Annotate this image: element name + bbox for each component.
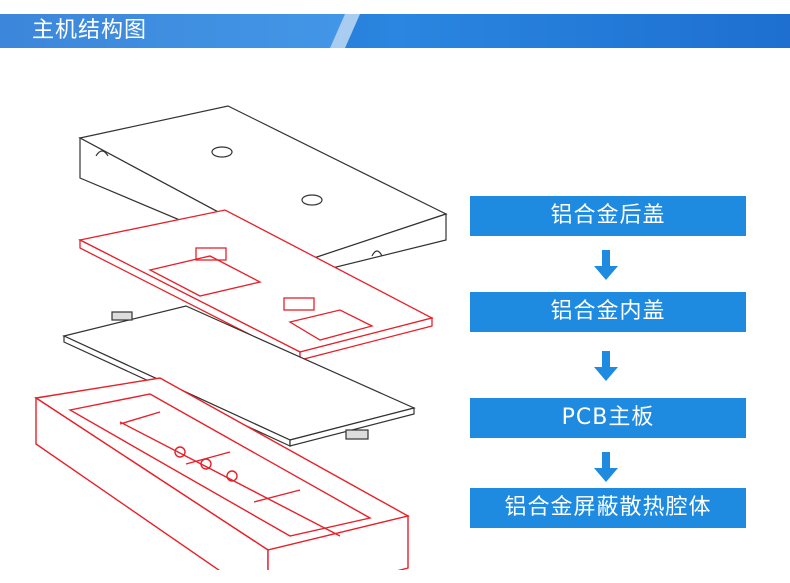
label-inner-cover: 铝合金内盖	[470, 292, 746, 332]
exploded-diagram	[34, 105, 448, 570]
header-background	[0, 14, 790, 48]
arrow-down-icon	[594, 351, 618, 381]
inner-cover-drawing	[78, 209, 434, 362]
label-pcb: PCB主板	[470, 398, 746, 438]
header-banner: 主机结构图	[0, 14, 790, 48]
label-cavity: 铝合金屏蔽散热腔体	[470, 488, 746, 528]
cavity-drawing	[34, 377, 410, 570]
arrow-down-icon	[594, 452, 618, 482]
label-rear-cover: 铝合金后盖	[470, 196, 746, 236]
page-title: 主机结构图	[32, 18, 148, 43]
arrow-down-icon	[594, 250, 618, 280]
